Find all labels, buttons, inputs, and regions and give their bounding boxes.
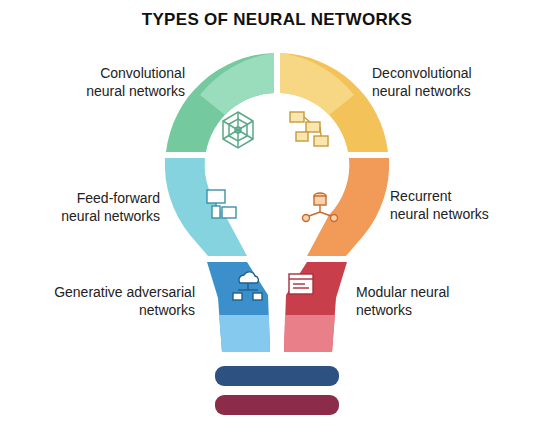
bulb-segment <box>284 262 347 352</box>
bulb-highlight <box>219 315 270 352</box>
diagram-title: TYPES OF NEURAL NETWORKS <box>0 10 554 30</box>
browser-icon <box>289 274 313 294</box>
network-type-label: Convolutional neural networks <box>65 64 185 100</box>
bulb-highlight <box>280 53 354 115</box>
database-icon <box>303 193 338 222</box>
folder-icon <box>290 112 328 146</box>
bulb-base <box>215 366 339 386</box>
network-type-label: Feed-forward neural networks <box>45 189 160 225</box>
network-icon <box>223 112 253 148</box>
network-type-label: Generative adversarial networks <box>45 283 195 319</box>
bulb-segment <box>207 262 270 352</box>
cloud-icon <box>233 272 262 300</box>
bulb-highlight <box>200 53 274 115</box>
bulb-highlight <box>284 315 335 352</box>
bulb-segment <box>307 158 389 256</box>
bulb-segment <box>165 158 247 256</box>
network-type-label: Deconvolutional neural networks <box>372 64 492 100</box>
computer-icon <box>207 190 236 218</box>
network-type-label: Modular neural networks <box>356 283 476 319</box>
bulb-base <box>215 395 339 415</box>
bulb-segment <box>280 53 388 152</box>
network-type-label: Recurrent neural networks <box>390 187 492 223</box>
